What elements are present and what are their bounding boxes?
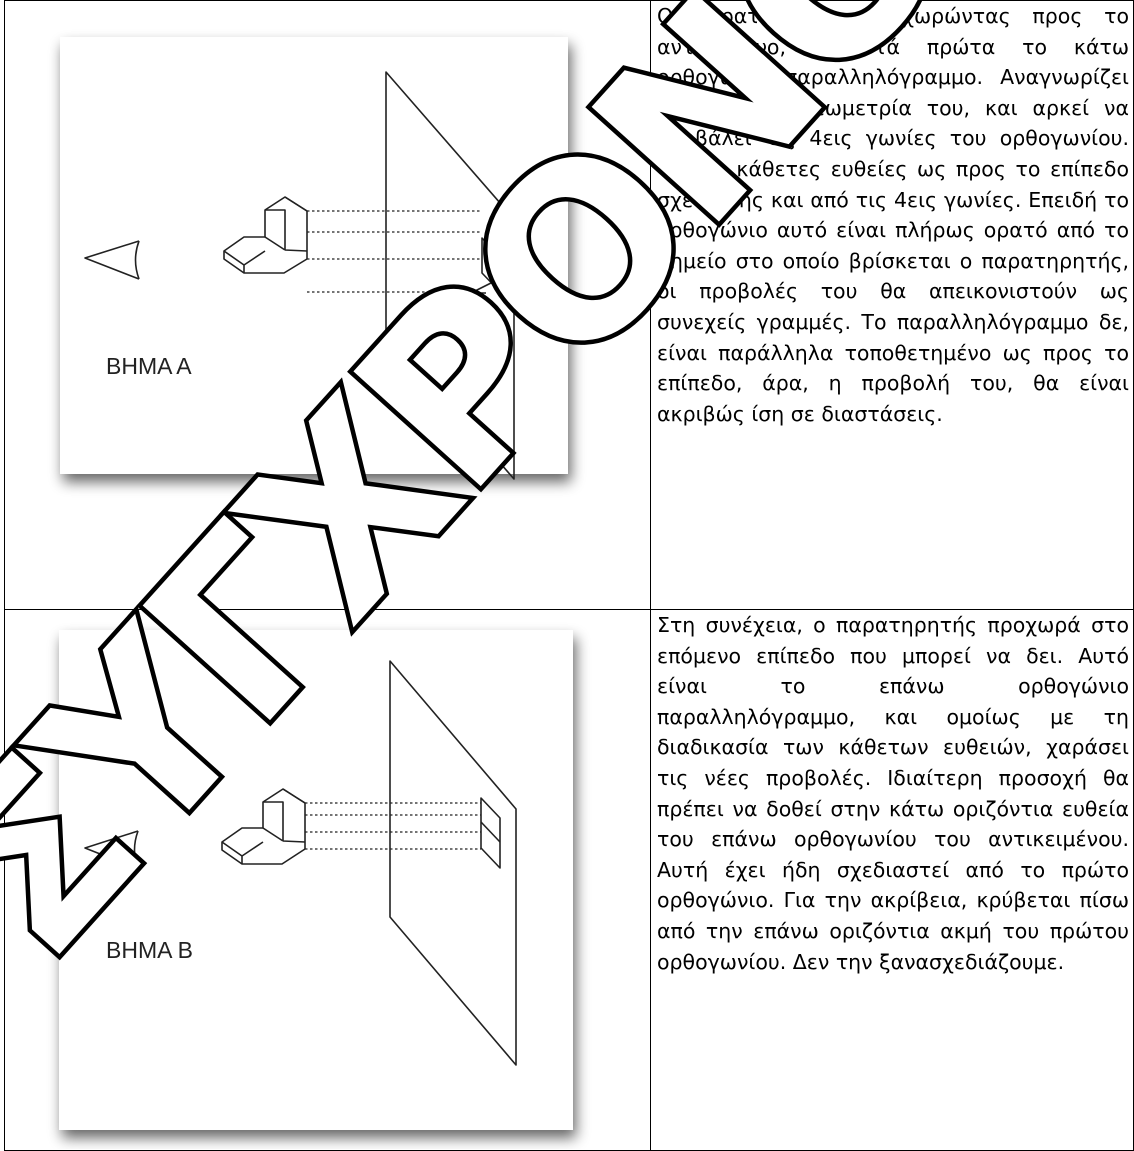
figure-card (59, 630, 573, 1130)
projection-detail (470, 280, 496, 294)
figure-cell-step-b: ΒΗΜΑ Β (4, 609, 651, 1151)
paragraph-step-b: Στη συνέχεια, ο παρατηρητής προχωρά στο … (657, 613, 1129, 974)
eye-icon (84, 240, 140, 280)
document-table: ΒΗΜΑ Α Ο παρατηρητής, προχωρώντας προς τ… (4, 0, 1134, 1151)
projection-result (480, 797, 501, 869)
projection-lines (305, 802, 481, 850)
figure-step-b: ΒΗΜΑ Β (5, 610, 650, 1149)
projection-plane (389, 660, 517, 1066)
step-a-illustration: ΒΗΜΑ Α (60, 37, 568, 480)
figure-step-a: ΒΗΜΑ Α (5, 1, 650, 608)
projection-plane (385, 71, 515, 480)
table-row: ΒΗΜΑ Β Στη συνέχεια, ο παρατηρητής προχω… (4, 609, 1134, 1151)
figure-cell-step-a: ΒΗΜΑ Α (4, 0, 651, 610)
projection-detail (480, 821, 501, 843)
text-cell-step-a: Ο παρατηρητής, προχωρώντας προς το αντικ… (650, 0, 1134, 610)
eye-icon-pupil (133, 830, 139, 870)
figure-card (60, 37, 568, 474)
step-label: ΒΗΜΑ Β (106, 937, 193, 963)
eye-icon (84, 830, 139, 870)
eye-icon-pupil (134, 240, 140, 280)
text-cell-step-b: Στη συνέχεια, ο παρατηρητής προχωρά στο … (650, 609, 1134, 1151)
step-b-illustration: ΒΗΜΑ Β (59, 630, 573, 1130)
projection-result (481, 237, 503, 295)
paragraph-step-a: Ο παρατηρητής, προχωρώντας προς το αντικ… (657, 4, 1129, 426)
projection-lines (307, 210, 482, 293)
table-row: ΒΗΜΑ Α Ο παρατηρητής, προχωρώντας προς τ… (4, 0, 1134, 610)
step-label: ΒΗΜΑ Α (106, 353, 192, 379)
